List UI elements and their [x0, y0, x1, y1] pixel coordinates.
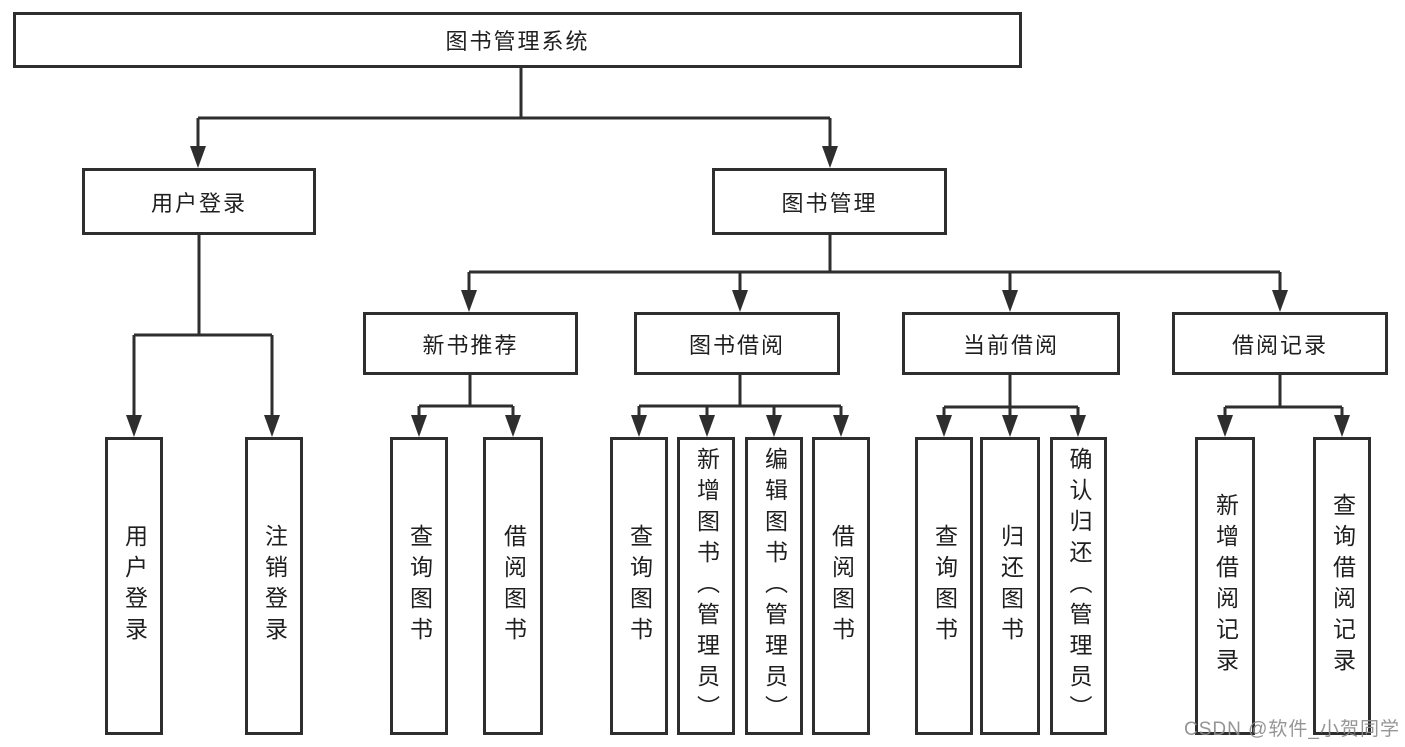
leaf-box-query-books-recommend: 查询图书: [390, 437, 448, 735]
leaf-box-user-login: 用户登录: [105, 437, 163, 735]
node-box-current-borrow: 当前借阅: [902, 312, 1120, 375]
leaf-box-query-borrow-record: 查询借阅记录: [1313, 437, 1371, 735]
leaf-box-add-books-admin: 新增图书（管理员）: [677, 437, 735, 735]
leaf-box-logout: 注销登录: [245, 437, 303, 735]
leaf-box-edit-books-admin: 编辑图书（管理员）: [745, 437, 803, 735]
csdn-watermark: CSDN @软件_小贺同学: [1184, 719, 1400, 740]
node-label-current-borrow: 当前借阅: [962, 332, 1059, 358]
leaf-label-add-books-admin: 新增图书（管理员）: [693, 446, 720, 726]
leaf-label-edit-books-admin: 编辑图书（管理员）: [761, 446, 788, 726]
node-box-book-management: 图书管理: [712, 168, 947, 235]
leaf-label-borrow-books-recommend: 借阅图书: [500, 524, 527, 648]
node-label-user-login: 用户登录: [150, 190, 247, 216]
leaf-label-query-borrow-record: 查询借阅记录: [1329, 493, 1356, 679]
leaf-box-add-borrow-record: 新增借阅记录: [1195, 437, 1255, 735]
leaf-box-query-books-current: 查询图书: [915, 437, 973, 735]
node-label-book-management: 图书管理: [781, 190, 878, 216]
leaf-label-user-login: 用户登录: [121, 524, 148, 648]
node-box-book-borrow: 图书借阅: [634, 312, 840, 375]
leaf-label-logout: 注销登录: [261, 524, 288, 648]
node-box-borrow-record: 借阅记录: [1172, 312, 1388, 375]
leaf-label-query-books-current: 查询图书: [931, 524, 958, 648]
node-label-borrow-record: 借阅记录: [1231, 332, 1328, 358]
leaf-box-borrow-books: 借阅图书: [812, 437, 870, 735]
node-box-user-login: 用户登录: [82, 168, 316, 235]
leaf-box-query-books-borrow: 查询图书: [610, 437, 668, 735]
node-label-new-book-recommend: 新书推荐: [422, 332, 519, 358]
leaf-label-query-books-borrow: 查询图书: [626, 524, 653, 648]
leaf-label-confirm-return-admin: 确认归还（管理员）: [1066, 446, 1092, 726]
leaf-label-return-books: 归还图书: [997, 524, 1024, 648]
leaf-box-confirm-return-admin: 确认归还（管理员）: [1050, 437, 1107, 735]
leaf-label-add-borrow-record: 新增借阅记录: [1212, 493, 1239, 679]
node-label-root: 图书管理系统: [445, 29, 590, 54]
node-box-root: 图书管理系统: [13, 12, 1022, 68]
leaf-box-return-books: 归还图书: [980, 437, 1040, 735]
node-box-new-book-recommend: 新书推荐: [363, 312, 578, 375]
leaf-box-borrow-books-recommend: 借阅图书: [483, 437, 543, 735]
leaf-label-borrow-books: 借阅图书: [828, 524, 855, 648]
node-label-book-borrow: 图书借阅: [688, 332, 785, 358]
leaf-label-query-books-recommend: 查询图书: [406, 524, 433, 648]
